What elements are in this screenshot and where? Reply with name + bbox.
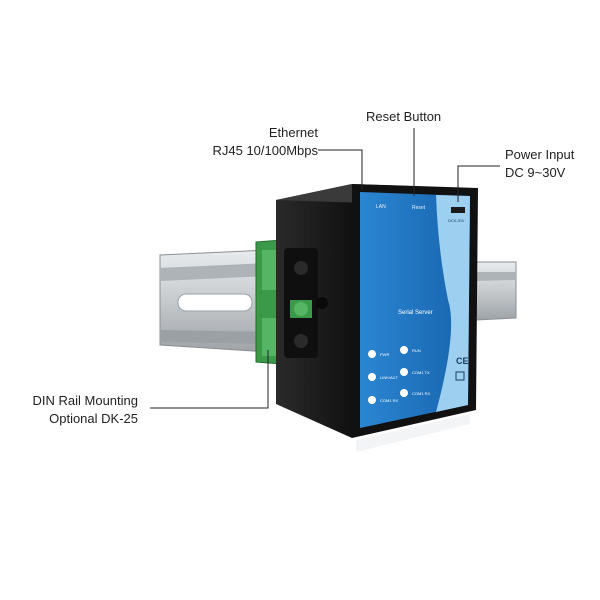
callout-ethernet-spec: RJ45 10/100Mbps <box>212 143 318 158</box>
certification-icon <box>455 371 465 381</box>
leader-lines <box>150 128 500 409</box>
callout-power-title: Power Input <box>505 147 575 162</box>
led-indicators: PWR RUN LINK/ACT COM1 TX COM1 RX COM1 RX <box>368 346 431 404</box>
din-mounting-clip <box>255 239 283 365</box>
led-link-act <box>368 373 376 381</box>
callout-reset-title: Reset Button <box>366 109 442 124</box>
din-leader <box>150 350 269 409</box>
callout-reset: Reset Button <box>366 108 441 126</box>
led-label: PWR <box>380 352 389 357</box>
led-run <box>400 346 408 354</box>
led-label: COM1 RX <box>412 391 431 396</box>
callout-din-spec: Optional DK-25 <box>49 411 138 426</box>
front-panel: LAN Reset DC9-30V Serial Server PWR RUN … <box>352 184 478 438</box>
callout-din-rail: DIN Rail Mounting Optional DK-25 <box>33 392 139 428</box>
din-rail <box>159 249 517 353</box>
ce-mark: CE <box>456 356 469 366</box>
led-label: COM1 RX <box>380 398 399 403</box>
led-label: COM1 TX <box>412 370 430 375</box>
reset-label: Reset <box>412 205 426 211</box>
led-com1-tx <box>400 368 408 376</box>
reflection <box>356 414 470 452</box>
dc-label: DC9-30V <box>448 218 465 223</box>
callout-power-spec: DC 9~30V <box>505 165 566 180</box>
callout-ethernet: Ethernet RJ45 10/100Mbps <box>212 124 318 160</box>
callout-din-title: DIN Rail Mounting <box>32 393 139 408</box>
product-name: Serial Server <box>398 310 433 316</box>
led-com1-rx <box>368 396 376 404</box>
lan-label: LAN <box>376 204 386 210</box>
callout-power: Power Input DC 9~30V <box>505 146 574 182</box>
led-com1-rx-2 <box>400 389 408 397</box>
power-leader <box>457 165 500 202</box>
led-pwr <box>368 350 376 358</box>
callout-ethernet-title: Ethernet <box>268 125 318 140</box>
ethernet-leader <box>318 149 363 190</box>
led-label: LINK/ACT <box>380 375 399 380</box>
led-label: RUN <box>412 348 421 353</box>
